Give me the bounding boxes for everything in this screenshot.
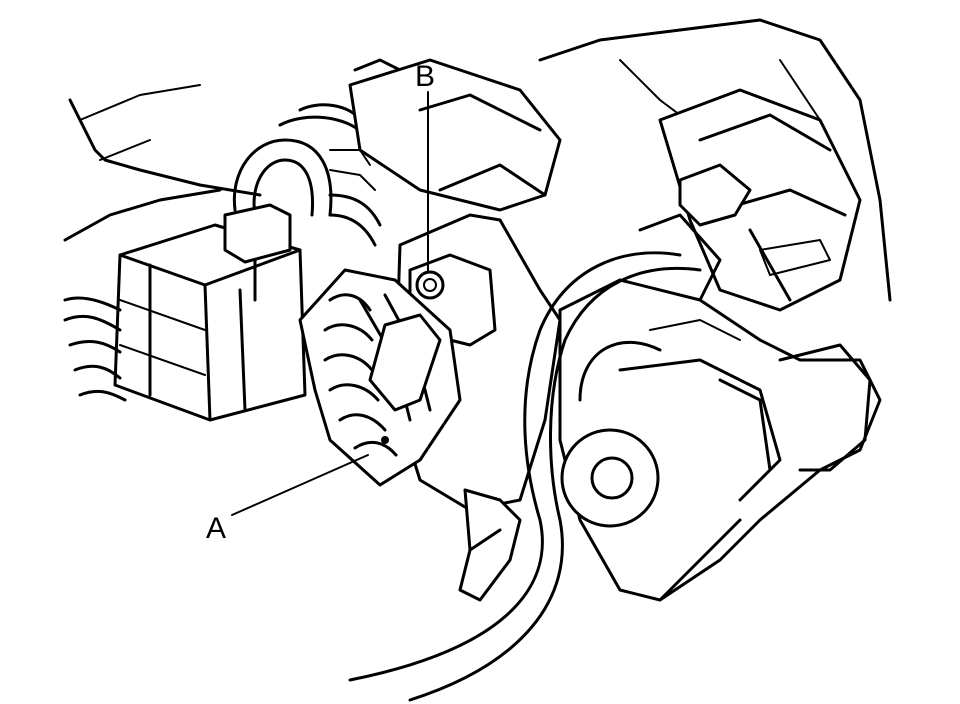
steering-column [558, 278, 882, 602]
routing-cable [348, 251, 702, 702]
callout-b-label: B [415, 60, 435, 93]
callout-a-leader [231, 454, 369, 516]
left-connector [63, 203, 307, 422]
callout-a: A [206, 454, 369, 545]
callout-a-label: A [206, 512, 226, 545]
callout-b: B [415, 60, 435, 273]
lower-bracket [458, 488, 522, 602]
switch-wire-bundle [298, 268, 462, 487]
top-right-connectors [348, 58, 862, 312]
